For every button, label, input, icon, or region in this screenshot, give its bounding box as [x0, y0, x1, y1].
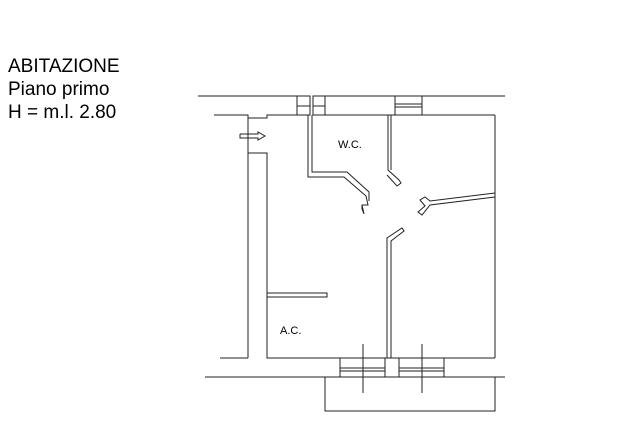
- windows: [296, 95, 445, 393]
- room-label-wc: W.C.: [338, 139, 362, 151]
- room-label-ac: A.C.: [280, 325, 301, 337]
- ceiling-height-label: H = m.l. 2.80: [8, 102, 117, 123]
- plan-title: ABITAZIONE: [8, 56, 120, 77]
- balcony: [324, 376, 496, 412]
- floor-label: Piano primo: [8, 79, 110, 100]
- entrance-arrow-icon: [239, 131, 267, 141]
- interior-walls: [267, 115, 496, 358]
